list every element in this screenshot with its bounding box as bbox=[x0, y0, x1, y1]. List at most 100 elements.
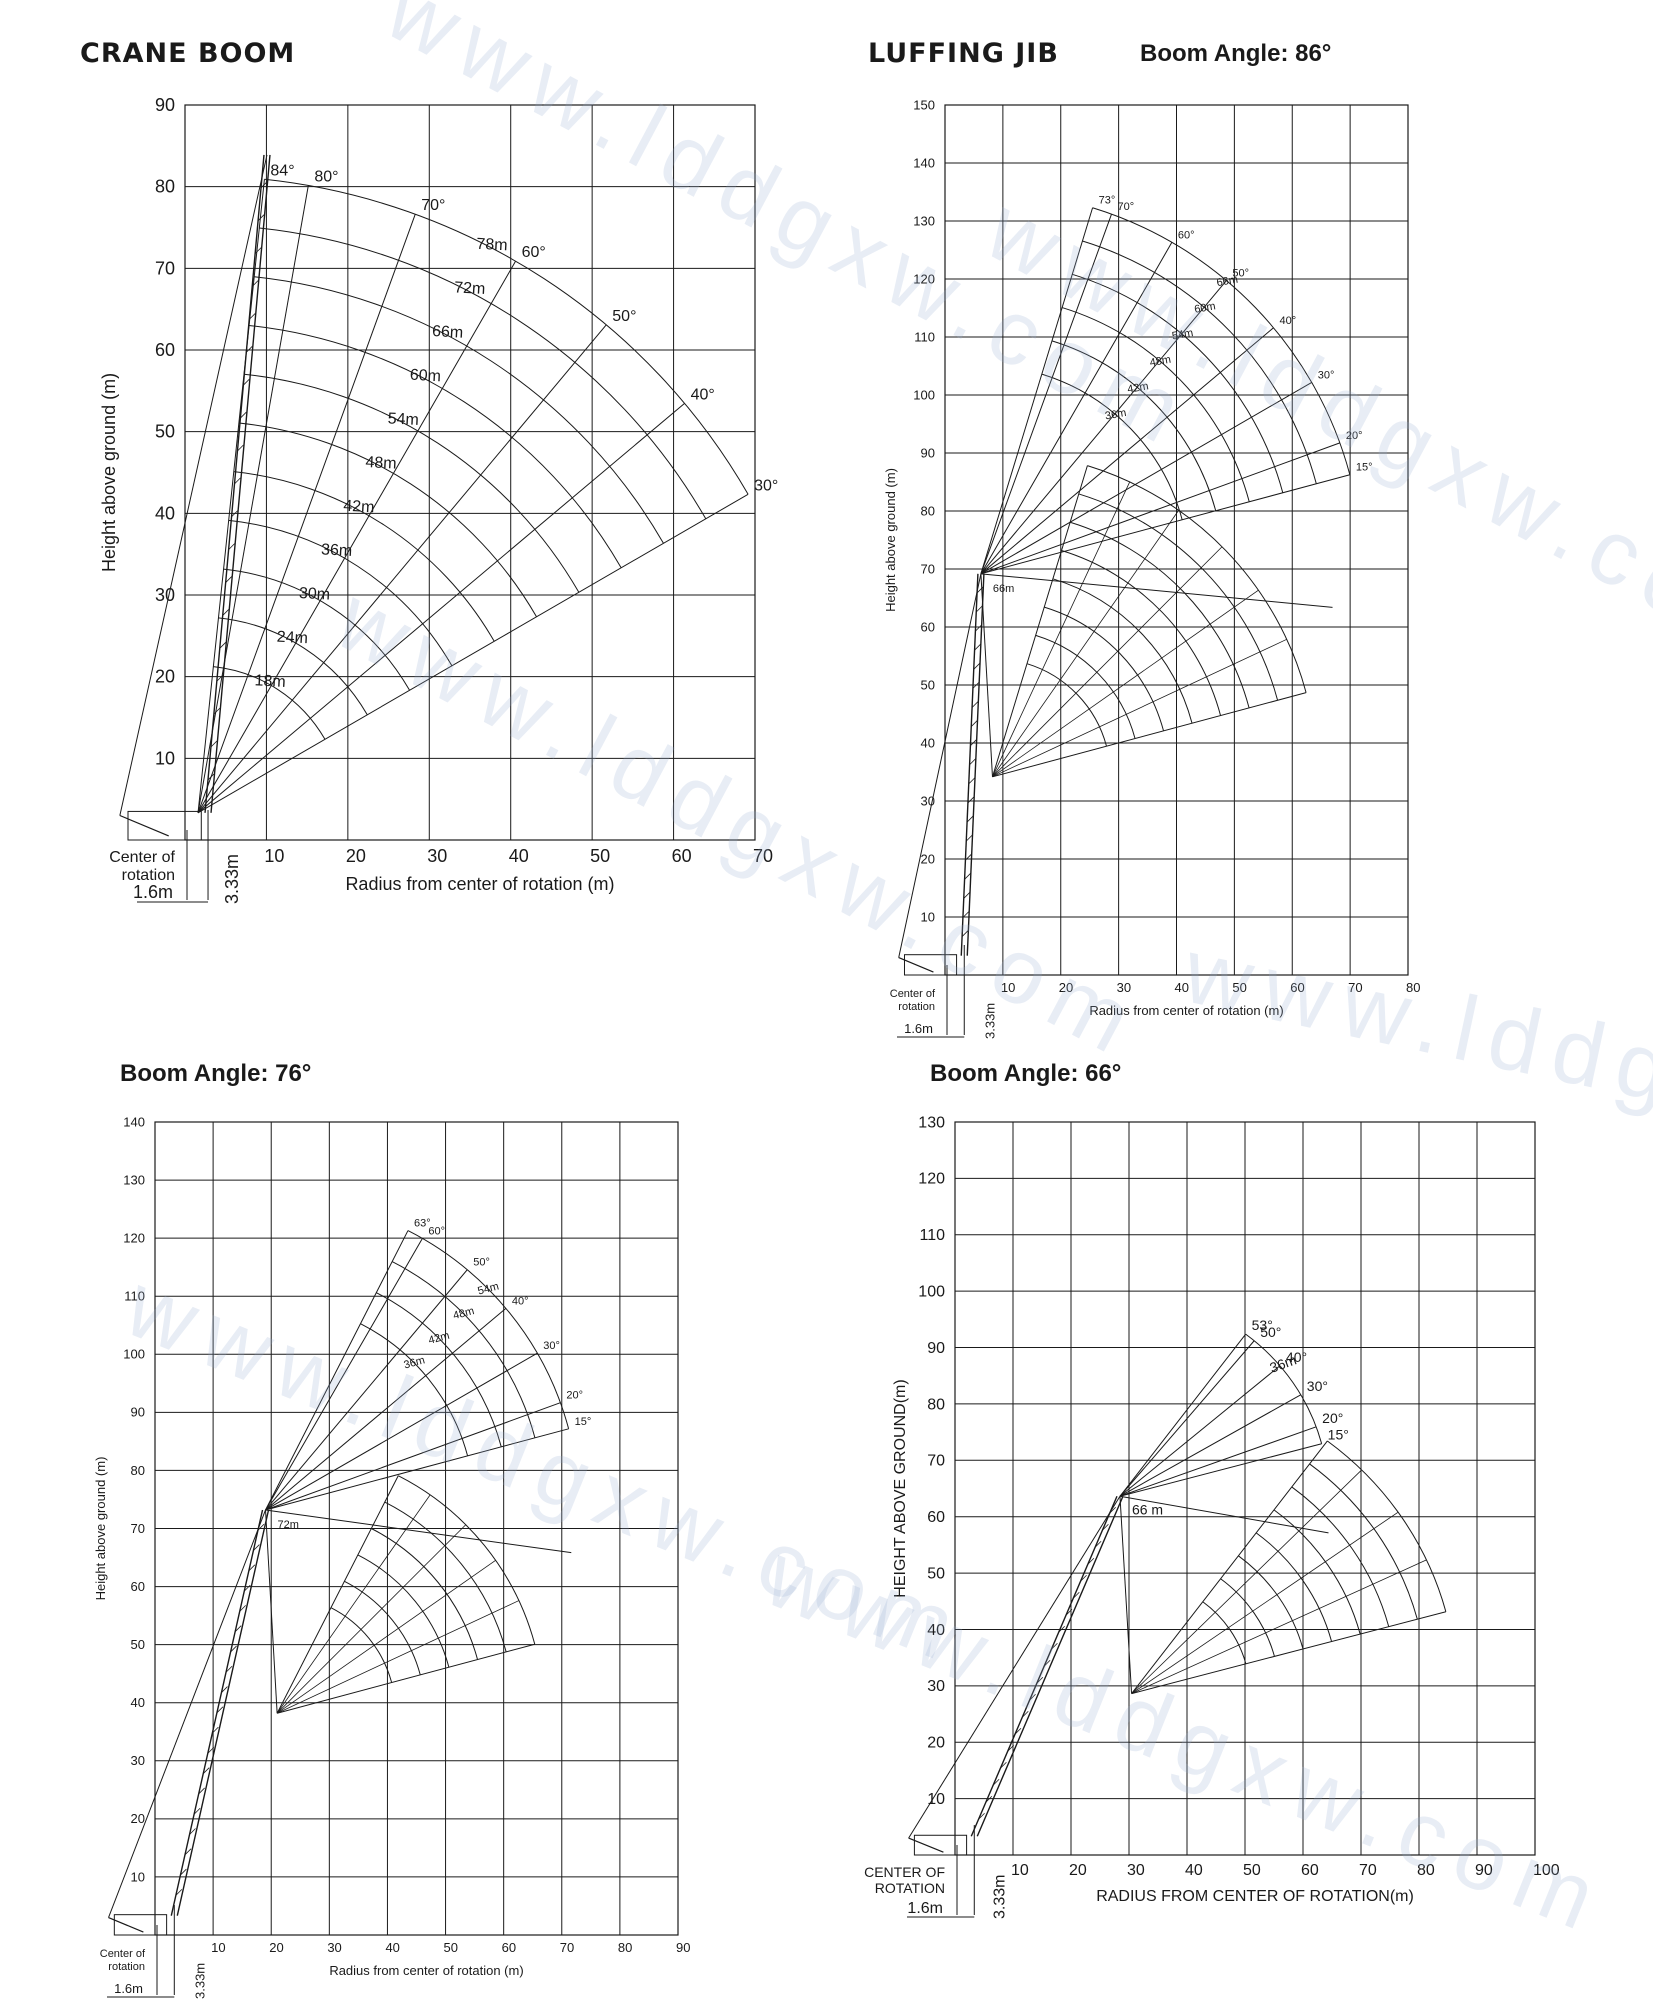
jib-length-arc bbox=[1041, 373, 1183, 520]
lower-ray bbox=[1131, 1559, 1427, 1694]
crane-base bbox=[127, 810, 202, 841]
x-tick-label: 50 bbox=[590, 846, 610, 866]
boom-lacing bbox=[237, 444, 244, 452]
boom-lacing bbox=[222, 609, 229, 616]
x-tick-label: 40 bbox=[1175, 980, 1189, 995]
y-axis-label: HEIGHT ABOVE GROUND(m) bbox=[892, 1379, 909, 1597]
x-tick-label: 20 bbox=[269, 1940, 283, 1955]
jib-ray bbox=[980, 474, 1350, 575]
x-tick-label: 30 bbox=[1117, 980, 1131, 995]
lower-bound-ray bbox=[1131, 1611, 1446, 1695]
boom-lacing bbox=[234, 477, 241, 485]
plot-frame bbox=[184, 104, 756, 841]
boom-lacing bbox=[962, 911, 970, 918]
boom-lacing bbox=[966, 815, 974, 823]
angle-label: 20° bbox=[1322, 1410, 1343, 1426]
length-label: 54m bbox=[476, 1280, 500, 1297]
backstay-line bbox=[908, 1495, 1121, 1839]
lower-length-arc bbox=[1035, 634, 1136, 739]
lower-length-arc bbox=[330, 1607, 393, 1683]
jib-ray bbox=[980, 242, 1173, 575]
angle-label: 84° bbox=[270, 162, 294, 179]
lower-ray bbox=[992, 546, 1223, 778]
boom-lacing bbox=[1065, 1608, 1073, 1616]
length-label: 42m bbox=[427, 1330, 451, 1347]
boom-angle-66-title: Boom Angle: 66° bbox=[930, 1060, 1122, 1087]
x-tick-label: 60 bbox=[1290, 980, 1304, 995]
y-tick-label: 20 bbox=[155, 667, 175, 687]
length-label: 48m bbox=[1149, 354, 1172, 370]
angle-label: 15° bbox=[1356, 462, 1373, 474]
boom-lacing bbox=[257, 1523, 265, 1531]
y-tick-label: 50 bbox=[131, 1637, 145, 1652]
boom-chord bbox=[176, 1509, 270, 1916]
lower-bound-ray bbox=[992, 465, 1088, 777]
jib-ray bbox=[980, 381, 1312, 575]
y-tick-label: 90 bbox=[921, 445, 935, 460]
boom-lacing bbox=[230, 1645, 237, 1653]
jib-length-arc bbox=[1245, 1333, 1323, 1444]
lower-ray bbox=[276, 1560, 496, 1714]
boom-lacing bbox=[973, 663, 981, 670]
y-tick-label: 10 bbox=[927, 1791, 945, 1808]
y-tick-label: 60 bbox=[921, 619, 935, 634]
length-label: 42m bbox=[343, 498, 375, 517]
jib-ray bbox=[265, 1238, 423, 1511]
lower-length-arc bbox=[1078, 493, 1279, 701]
jib-ray bbox=[265, 1230, 409, 1511]
y-tick-label: 100 bbox=[913, 387, 935, 402]
angle-label: 20° bbox=[1346, 430, 1363, 442]
jib-length-arc bbox=[264, 178, 749, 495]
lower-ray bbox=[1131, 1469, 1362, 1694]
x-tick-label: 10 bbox=[1001, 980, 1015, 995]
boom-lacing bbox=[246, 346, 253, 353]
length-label: 60m bbox=[1193, 300, 1216, 316]
boom-lacing bbox=[243, 378, 250, 386]
angle-label: 50° bbox=[612, 308, 636, 325]
jib-ray bbox=[197, 493, 749, 814]
jib-length-arc bbox=[360, 1323, 469, 1456]
offset-dimension-label: 1.6m bbox=[114, 1981, 143, 1996]
lower-length-arc bbox=[1291, 1486, 1390, 1627]
angle-label: 60° bbox=[1178, 229, 1195, 241]
boom-lacing bbox=[207, 1747, 215, 1754]
lower-length-arc bbox=[1044, 606, 1165, 732]
x-tick-label: 10 bbox=[264, 846, 284, 866]
angle-label: 30° bbox=[754, 477, 778, 494]
jib-length-arc bbox=[238, 422, 537, 618]
angle-label: 63° bbox=[414, 1218, 431, 1230]
y-tick-label: 40 bbox=[131, 1695, 145, 1710]
y-tick-label: 10 bbox=[155, 748, 175, 768]
jib-ray bbox=[265, 1352, 538, 1511]
x-axis-label: RADIUS FROM CENTER OF ROTATION(m) bbox=[1096, 1888, 1414, 1905]
y-tick-label: 110 bbox=[124, 1289, 145, 1304]
crane-boom-title: CRANE BOOM bbox=[80, 38, 296, 69]
jib-length-arc bbox=[243, 373, 580, 593]
lower-ray bbox=[276, 1494, 431, 1714]
boom-lacing bbox=[1080, 1574, 1087, 1582]
angle-label: 15° bbox=[575, 1416, 592, 1428]
jib-ray bbox=[265, 1308, 507, 1511]
boom-angle-76-title: Boom Angle: 76° bbox=[120, 1060, 312, 1087]
y-tick-label: 10 bbox=[131, 1869, 145, 1884]
lower-ray bbox=[992, 481, 1131, 777]
angle-label: 60° bbox=[428, 1225, 445, 1237]
lower-ray bbox=[276, 1600, 520, 1714]
boom-chord bbox=[976, 1495, 1124, 1837]
y-tick-label: 130 bbox=[913, 213, 935, 228]
boom-lacing bbox=[970, 739, 977, 746]
boom-lacing bbox=[228, 543, 235, 550]
angle-label: 40° bbox=[691, 386, 715, 403]
boom-lacing bbox=[1014, 1727, 1022, 1735]
lower-length-arc bbox=[398, 1475, 536, 1645]
height-dimension-label: 3.33m bbox=[982, 1003, 997, 1039]
y-tick-label: 100 bbox=[918, 1283, 945, 1300]
boom-lacing bbox=[992, 1778, 1000, 1786]
boom-lacing bbox=[985, 1795, 993, 1803]
length-label: 18m bbox=[254, 672, 286, 691]
length-label: 54m bbox=[1171, 327, 1194, 343]
jib-ray bbox=[197, 179, 265, 813]
jib-ray bbox=[265, 1402, 561, 1511]
boom-lacing bbox=[210, 740, 218, 748]
